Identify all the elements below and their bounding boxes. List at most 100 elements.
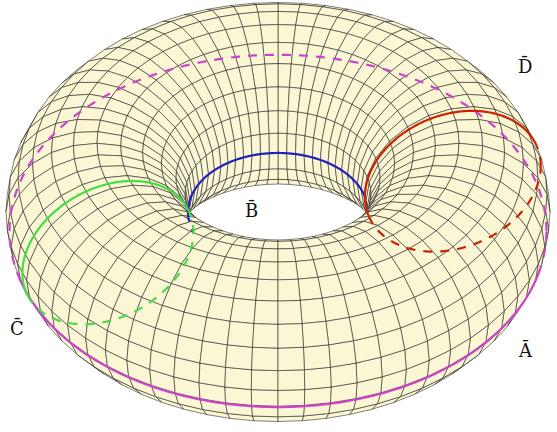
surface-patch bbox=[225, 387, 252, 405]
surface-patch bbox=[278, 300, 302, 324]
surface-patch bbox=[256, 4, 278, 12]
surface-patch bbox=[278, 370, 305, 391]
surface-patch bbox=[278, 390, 305, 407]
surface-patch bbox=[251, 390, 278, 407]
curve-visible bbox=[188, 153, 365, 213]
surface-patch bbox=[329, 341, 356, 367]
surface-patch bbox=[212, 274, 238, 298]
surface-patch bbox=[77, 107, 104, 120]
surface-patch bbox=[304, 136, 314, 158]
curve-b bbox=[188, 153, 365, 232]
surface-patch bbox=[278, 64, 291, 88]
surface-patch bbox=[278, 87, 289, 111]
curve-d bbox=[365, 111, 541, 252]
surface-patch bbox=[200, 341, 227, 367]
surface-patch bbox=[258, 11, 278, 25]
surface-patch bbox=[267, 179, 278, 184]
surface-patch bbox=[296, 154, 305, 171]
surface-patch bbox=[263, 241, 278, 249]
surface-patch bbox=[260, 248, 278, 262]
surface-patch bbox=[251, 134, 260, 155]
surface-patch bbox=[238, 260, 260, 279]
surface-patch bbox=[263, 42, 278, 64]
curve-hidden bbox=[369, 166, 541, 252]
surface-patch bbox=[293, 247, 313, 262]
surface-patch bbox=[98, 155, 124, 167]
curve-label: C̄ bbox=[8, 318, 26, 340]
curve-label: D̄ bbox=[516, 56, 534, 78]
surface-patch bbox=[287, 153, 296, 170]
surface-patch bbox=[326, 317, 354, 344]
surface-patch bbox=[278, 133, 287, 153]
surface-patch bbox=[298, 277, 322, 300]
surface-patch bbox=[74, 119, 100, 132]
surface-patch bbox=[296, 134, 305, 155]
surface-patch bbox=[267, 87, 278, 111]
surface-patch bbox=[252, 347, 278, 370]
surface-patch bbox=[278, 42, 293, 64]
surface-patch bbox=[268, 169, 278, 180]
surface-patch bbox=[278, 262, 298, 280]
surface-patch bbox=[278, 4, 300, 12]
curve-visible bbox=[22, 273, 28, 296]
surface-patch bbox=[203, 317, 231, 344]
surface-patch bbox=[278, 241, 293, 249]
curve-visible bbox=[365, 111, 537, 216]
surface-patch bbox=[278, 169, 288, 180]
surface-patch bbox=[304, 387, 331, 405]
curve-visible bbox=[19, 274, 539, 408]
surface-patch bbox=[251, 370, 278, 391]
surface-patch bbox=[278, 25, 296, 43]
surface-patch bbox=[256, 279, 278, 301]
surface-patch bbox=[269, 133, 278, 153]
surface-patch bbox=[253, 324, 278, 348]
surface-patch bbox=[451, 107, 478, 120]
surface-patch bbox=[97, 143, 121, 155]
surface-patch bbox=[179, 312, 207, 341]
surface-patch bbox=[251, 154, 260, 171]
surface-patch bbox=[432, 155, 458, 167]
surface-patch bbox=[278, 179, 289, 184]
surface-patch bbox=[258, 262, 278, 280]
surface-patch bbox=[234, 277, 258, 300]
surface-patch bbox=[322, 295, 349, 322]
curve-hidden bbox=[537, 146, 541, 165]
surface-patch bbox=[225, 367, 252, 389]
curve-a bbox=[10, 55, 547, 407]
surface-patch bbox=[230, 298, 256, 323]
surface-patch bbox=[278, 347, 304, 370]
torus-surface bbox=[6, 2, 550, 421]
surface-patch bbox=[287, 133, 296, 154]
curve-hidden bbox=[539, 231, 547, 274]
curve-c bbox=[22, 181, 193, 324]
surface-patch bbox=[268, 111, 278, 134]
surface-patch bbox=[300, 298, 326, 323]
curve-hidden bbox=[10, 55, 547, 277]
surface-patch bbox=[260, 153, 269, 170]
surface-patch bbox=[304, 367, 331, 389]
surface-patch bbox=[349, 312, 377, 341]
curve-visible bbox=[22, 181, 187, 273]
surface-patch bbox=[265, 64, 278, 88]
surface-patch bbox=[318, 274, 344, 298]
surface-patch bbox=[278, 279, 300, 301]
surface-patch bbox=[269, 153, 278, 169]
curve-label: B̄ bbox=[243, 200, 260, 222]
surface-patch bbox=[278, 11, 298, 25]
surface-patch bbox=[278, 153, 287, 169]
surface-patch bbox=[254, 300, 278, 324]
surface-patch bbox=[278, 248, 296, 262]
surface-patch bbox=[242, 136, 252, 158]
surface-patch bbox=[260, 25, 278, 43]
surface-patch bbox=[278, 324, 303, 348]
surface-patch bbox=[435, 143, 459, 155]
surface-patch bbox=[278, 111, 288, 134]
surface-patch bbox=[226, 345, 253, 370]
surface-patch bbox=[260, 133, 269, 154]
curve-label: Ā bbox=[517, 340, 534, 362]
surface-patch bbox=[296, 260, 318, 279]
surface-patch bbox=[243, 247, 263, 262]
surface-patch bbox=[227, 321, 254, 347]
